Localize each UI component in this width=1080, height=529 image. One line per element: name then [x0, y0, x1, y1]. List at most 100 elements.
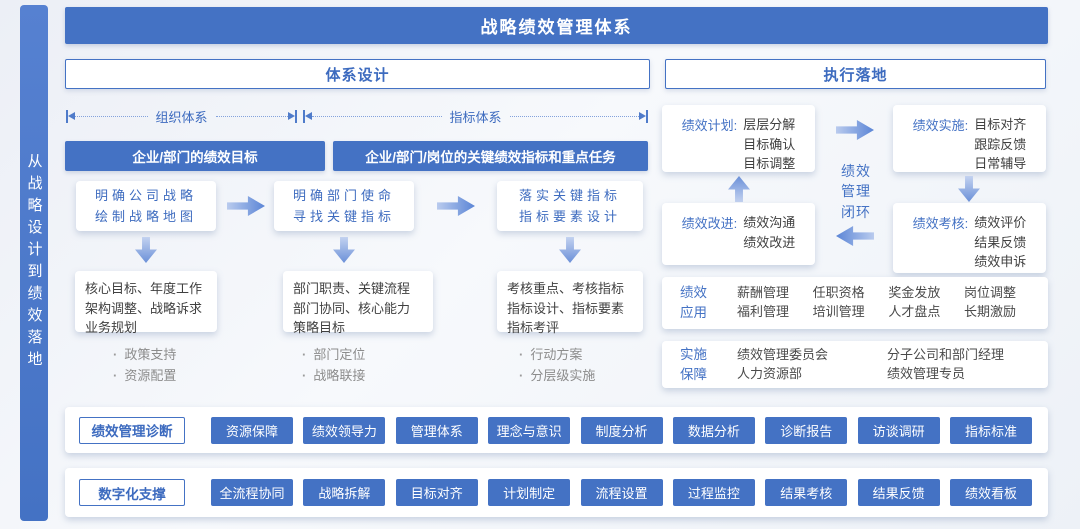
cycle-node-performance-plan: 绩效计划: 层层分解 目标确认 目标调整 — [662, 105, 815, 172]
pill-button[interactable]: 制度分析 — [580, 416, 663, 444]
node-line: 目标调整 — [743, 156, 796, 171]
diagnosis-row-label-button[interactable]: 绩效管理诊断 — [79, 416, 185, 444]
dotted-line — [509, 115, 640, 117]
pill-button[interactable]: 流程设置 — [580, 479, 663, 506]
application-item: 福利管理 — [737, 304, 790, 319]
arrow-right-icon — [437, 196, 475, 216]
application-group: 薪酬管理 福利管理 — [737, 284, 789, 322]
application-item: 奖金发放 — [888, 285, 941, 301]
detail-line: 业务规划 — [85, 320, 138, 335]
node-line: 绩效沟通 — [743, 215, 796, 230]
pill-button[interactable]: 结果反馈 — [857, 479, 940, 506]
application-item: 任职资格 — [812, 285, 865, 301]
step-line: 落实关键指标 — [518, 187, 621, 203]
cycle-center-line: 闭环 — [841, 203, 871, 220]
pill-button[interactable]: 访谈调研 — [857, 416, 940, 444]
cycle-node-performance-implementation: 绩效实施: 目标对齐 跟踪反馈 日常辅导 — [893, 105, 1046, 172]
application-item: 培训管理 — [812, 304, 865, 319]
node-line: 结果反馈 — [974, 234, 1027, 250]
node-label: 绩效实施: — [912, 118, 969, 133]
detail-line: 考核重点、考核指标 — [507, 281, 625, 296]
node-line: 绩效评价 — [974, 215, 1027, 230]
dimension-span-organization: 组织体系 — [66, 108, 298, 125]
detail-box-core-goals: 核心目标、年度工作 架构调整、战略诉求 业务规划 — [75, 271, 217, 335]
label-line: 绩效 — [680, 285, 707, 301]
bullet-item: 战略联接 — [302, 366, 365, 387]
node-line: 绩效申诉 — [974, 254, 1027, 269]
arrow-down-icon — [958, 176, 980, 202]
bullet-item: 资源配置 — [113, 366, 176, 387]
dimension-label: 组织体系 — [155, 109, 208, 125]
pill-label: 结果反馈 — [872, 486, 925, 501]
arrow-right-icon — [288, 112, 296, 120]
pill-button[interactable]: 诊断报告 — [765, 416, 848, 444]
step-line: 指标要素设计 — [518, 209, 621, 224]
node-label: 绩效考核: — [912, 216, 969, 231]
detail-line: 架构调整、战略诉求 — [85, 300, 203, 316]
application-label: 绩效 应用 — [680, 283, 707, 322]
design-section-header: 体系设计 — [65, 59, 650, 89]
pill-button[interactable]: 绩效领导力 — [303, 416, 386, 444]
dim-end-bar — [646, 109, 649, 123]
application-group: 岗位调整 长期激励 — [964, 284, 1016, 322]
detail-line: 策略目标 — [293, 320, 346, 335]
node-line: 跟踪反馈 — [974, 136, 1027, 152]
guarantee-label: 实施 保障 — [680, 345, 707, 384]
detail-line: 指标设计、指标要素 — [507, 300, 625, 316]
diagnosis-row-label: 绩效管理诊断 — [91, 424, 173, 439]
pill-label: 资源保障 — [225, 423, 278, 439]
pill-label: 制度分析 — [595, 423, 648, 439]
bullet-item: 部门定位 — [302, 345, 365, 366]
bullet-item: 分层级实施 — [519, 366, 595, 387]
execution-section-header: 执行落地 — [665, 59, 1046, 89]
diagnosis-pill-set: 资源保障 绩效领导力 管理体系 理念与意识 制度分析 数据分析 诊断报告 访谈调… — [211, 416, 1032, 444]
step-line: 绘制战略地图 — [94, 209, 197, 224]
node-line: 目标确认 — [743, 136, 796, 152]
dimension-span-indicator: 指标体系 — [303, 108, 649, 125]
pill-label: 过程监控 — [687, 486, 740, 501]
pill-button[interactable]: 全流程协同 — [211, 479, 293, 506]
pill-button[interactable]: 过程监控 — [672, 479, 755, 506]
label-line: 应用 — [680, 305, 707, 320]
guarantee-item: 人力资源部 — [737, 365, 803, 381]
design-section-title: 体系设计 — [325, 66, 390, 84]
diagnosis-row: 绩效管理诊断 资源保障 绩效领导力 管理体系 理念与意识 制度分析 数据分析 诊… — [65, 407, 1048, 453]
step-box-key-indicators: 落实关键指标 指标要素设计 — [497, 181, 643, 231]
pill-label: 目标对齐 — [410, 486, 463, 501]
pill-button[interactable]: 管理体系 — [395, 416, 478, 444]
pill-button[interactable]: 资源保障 — [211, 416, 293, 444]
pill-button[interactable]: 理念与意识 — [488, 416, 571, 444]
step-line: 明确公司战略 — [94, 187, 197, 203]
bullet-item: 行动方案 — [519, 345, 595, 366]
execution-section-title: 执行落地 — [823, 66, 888, 84]
application-item: 长期激励 — [963, 304, 1016, 319]
step-box-company-strategy: 明确公司战略 绘制战略地图 — [76, 181, 216, 231]
arrow-right-icon — [836, 120, 874, 140]
pill-button[interactable]: 数据分析 — [672, 416, 755, 444]
pill-label: 流程设置 — [595, 486, 648, 501]
arrow-down-icon — [135, 237, 157, 263]
pill-label: 指标标准 — [964, 423, 1017, 439]
node-line: 日常辅导 — [974, 156, 1027, 171]
guarantee-item: 绩效管理委员会 — [737, 346, 829, 362]
pill-button[interactable]: 绩效看板 — [950, 479, 1032, 506]
pill-label: 绩效领导力 — [311, 423, 377, 439]
pill-button[interactable]: 计划制定 — [488, 479, 571, 506]
track-header-label: 企业/部门的绩效目标 — [132, 150, 258, 165]
digital-row-label-button[interactable]: 数字化支撑 — [79, 479, 185, 506]
pill-label: 管理体系 — [410, 423, 463, 439]
detail-line: 部门协同、核心能力 — [293, 300, 411, 316]
pill-button[interactable]: 目标对齐 — [395, 479, 478, 506]
pill-button[interactable]: 结果考核 — [765, 479, 848, 506]
arrow-left-icon — [68, 112, 75, 120]
pill-button[interactable]: 指标标准 — [950, 416, 1032, 444]
guarantee-group: 分子公司和部门经理 绩效管理专员 — [887, 346, 1004, 384]
guarantee-group: 绩效管理委员会 人力资源部 — [737, 346, 887, 384]
arrow-right-icon — [639, 112, 647, 120]
detail-line: 核心目标、年度工作 — [85, 281, 203, 296]
arrow-down-icon — [333, 237, 355, 263]
node-label: 绩效计划: — [681, 118, 738, 133]
application-item: 岗位调整 — [963, 285, 1016, 301]
guarantee-item: 分子公司和部门经理 — [887, 346, 1005, 362]
pill-button[interactable]: 战略拆解 — [303, 479, 386, 506]
